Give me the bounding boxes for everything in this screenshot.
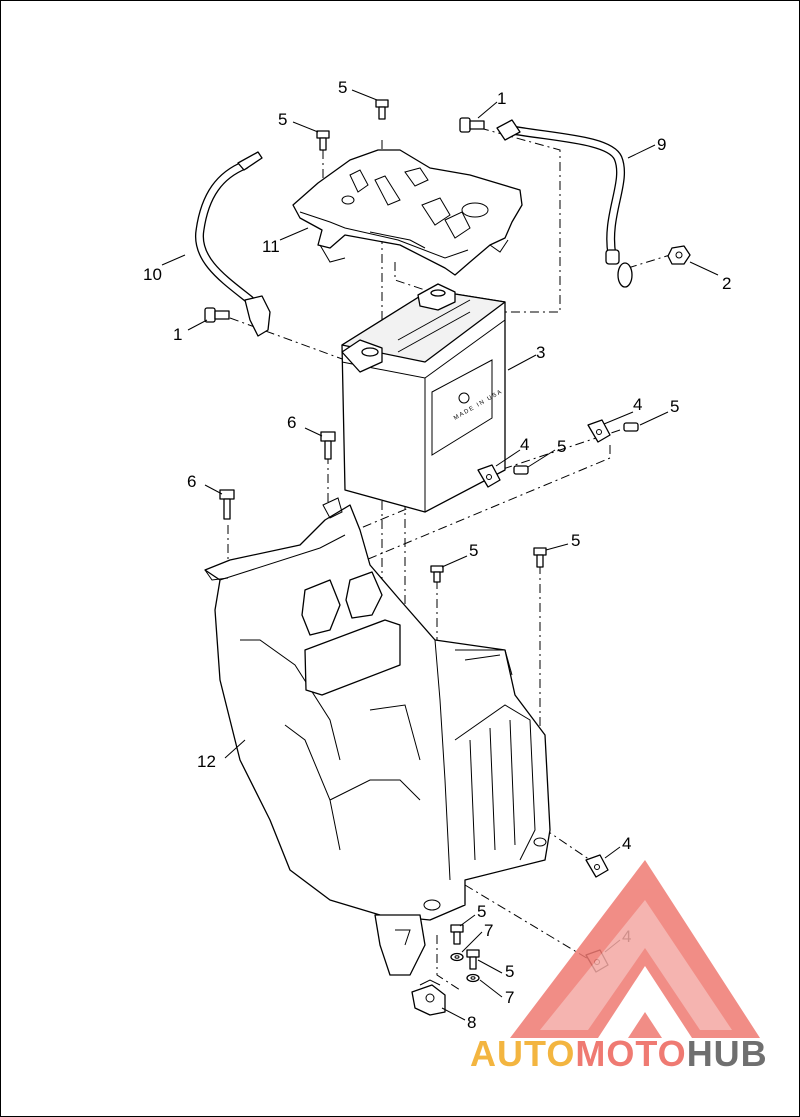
mount-bracket (411, 979, 446, 1016)
callout-6: 6 (187, 472, 196, 491)
callout-9: 9 (657, 135, 666, 154)
screw-top-1 (375, 99, 389, 120)
bolt-top-right (459, 117, 485, 133)
screw-lower-2 (466, 949, 480, 970)
bolt-6-upper (320, 431, 336, 460)
clip-nut-lower-1 (585, 854, 609, 878)
screw-tray-right (533, 547, 547, 568)
callout-10: 10 (143, 265, 162, 284)
callout-5: 5 (338, 78, 347, 97)
callout-5: 5 (670, 397, 679, 416)
watermark-text: AUTOMOTOHUB (470, 1033, 768, 1075)
bolt-6-lower (219, 489, 235, 520)
screw-tray-left (430, 565, 444, 583)
watermark-triangle-icon (510, 860, 760, 1038)
battery-cable-positive (496, 119, 633, 288)
callout-7: 7 (484, 921, 493, 940)
watermark-moto: MOTO (575, 1033, 687, 1074)
callout-6: 6 (287, 413, 296, 432)
battery-tray (204, 497, 551, 976)
callout-4: 4 (622, 834, 631, 853)
callout-8: 8 (467, 1013, 476, 1032)
battery-bracket (292, 149, 523, 276)
callout-5: 5 (469, 541, 478, 560)
clip-nut-upper-right (587, 419, 611, 443)
washer-2 (466, 973, 480, 983)
nut (667, 245, 691, 265)
leader-lines (161, 89, 719, 1021)
callout-12: 12 (197, 752, 216, 771)
watermark-hub: HUB (686, 1033, 768, 1074)
callout-5: 5 (477, 902, 486, 921)
callout-1: 1 (173, 325, 182, 344)
watermark-logo (510, 860, 760, 1038)
callout-3: 3 (536, 343, 545, 362)
callout-5: 5 (278, 110, 287, 129)
callout-7: 7 (505, 988, 514, 1007)
callout-2: 2 (722, 274, 731, 293)
callout-5: 5 (557, 437, 566, 456)
callout-5: 5 (571, 531, 580, 550)
screw-top-2 (316, 130, 330, 151)
screw-mid (513, 465, 529, 475)
battery: MADE IN USA (341, 283, 506, 513)
callout-5: 5 (505, 962, 514, 981)
battery-cable-negative (195, 151, 271, 337)
washer-1 (450, 952, 464, 962)
clip-nut-mid (477, 464, 501, 488)
callout-1: 1 (497, 89, 506, 108)
callout-4: 4 (520, 435, 529, 454)
bolt-left (204, 307, 230, 323)
watermark-auto: AUTO (470, 1033, 576, 1074)
screw-lower-1 (450, 924, 464, 945)
screw-upper-right (623, 422, 639, 432)
callout-11: 11 (262, 237, 280, 256)
callout-4: 4 (633, 395, 642, 414)
